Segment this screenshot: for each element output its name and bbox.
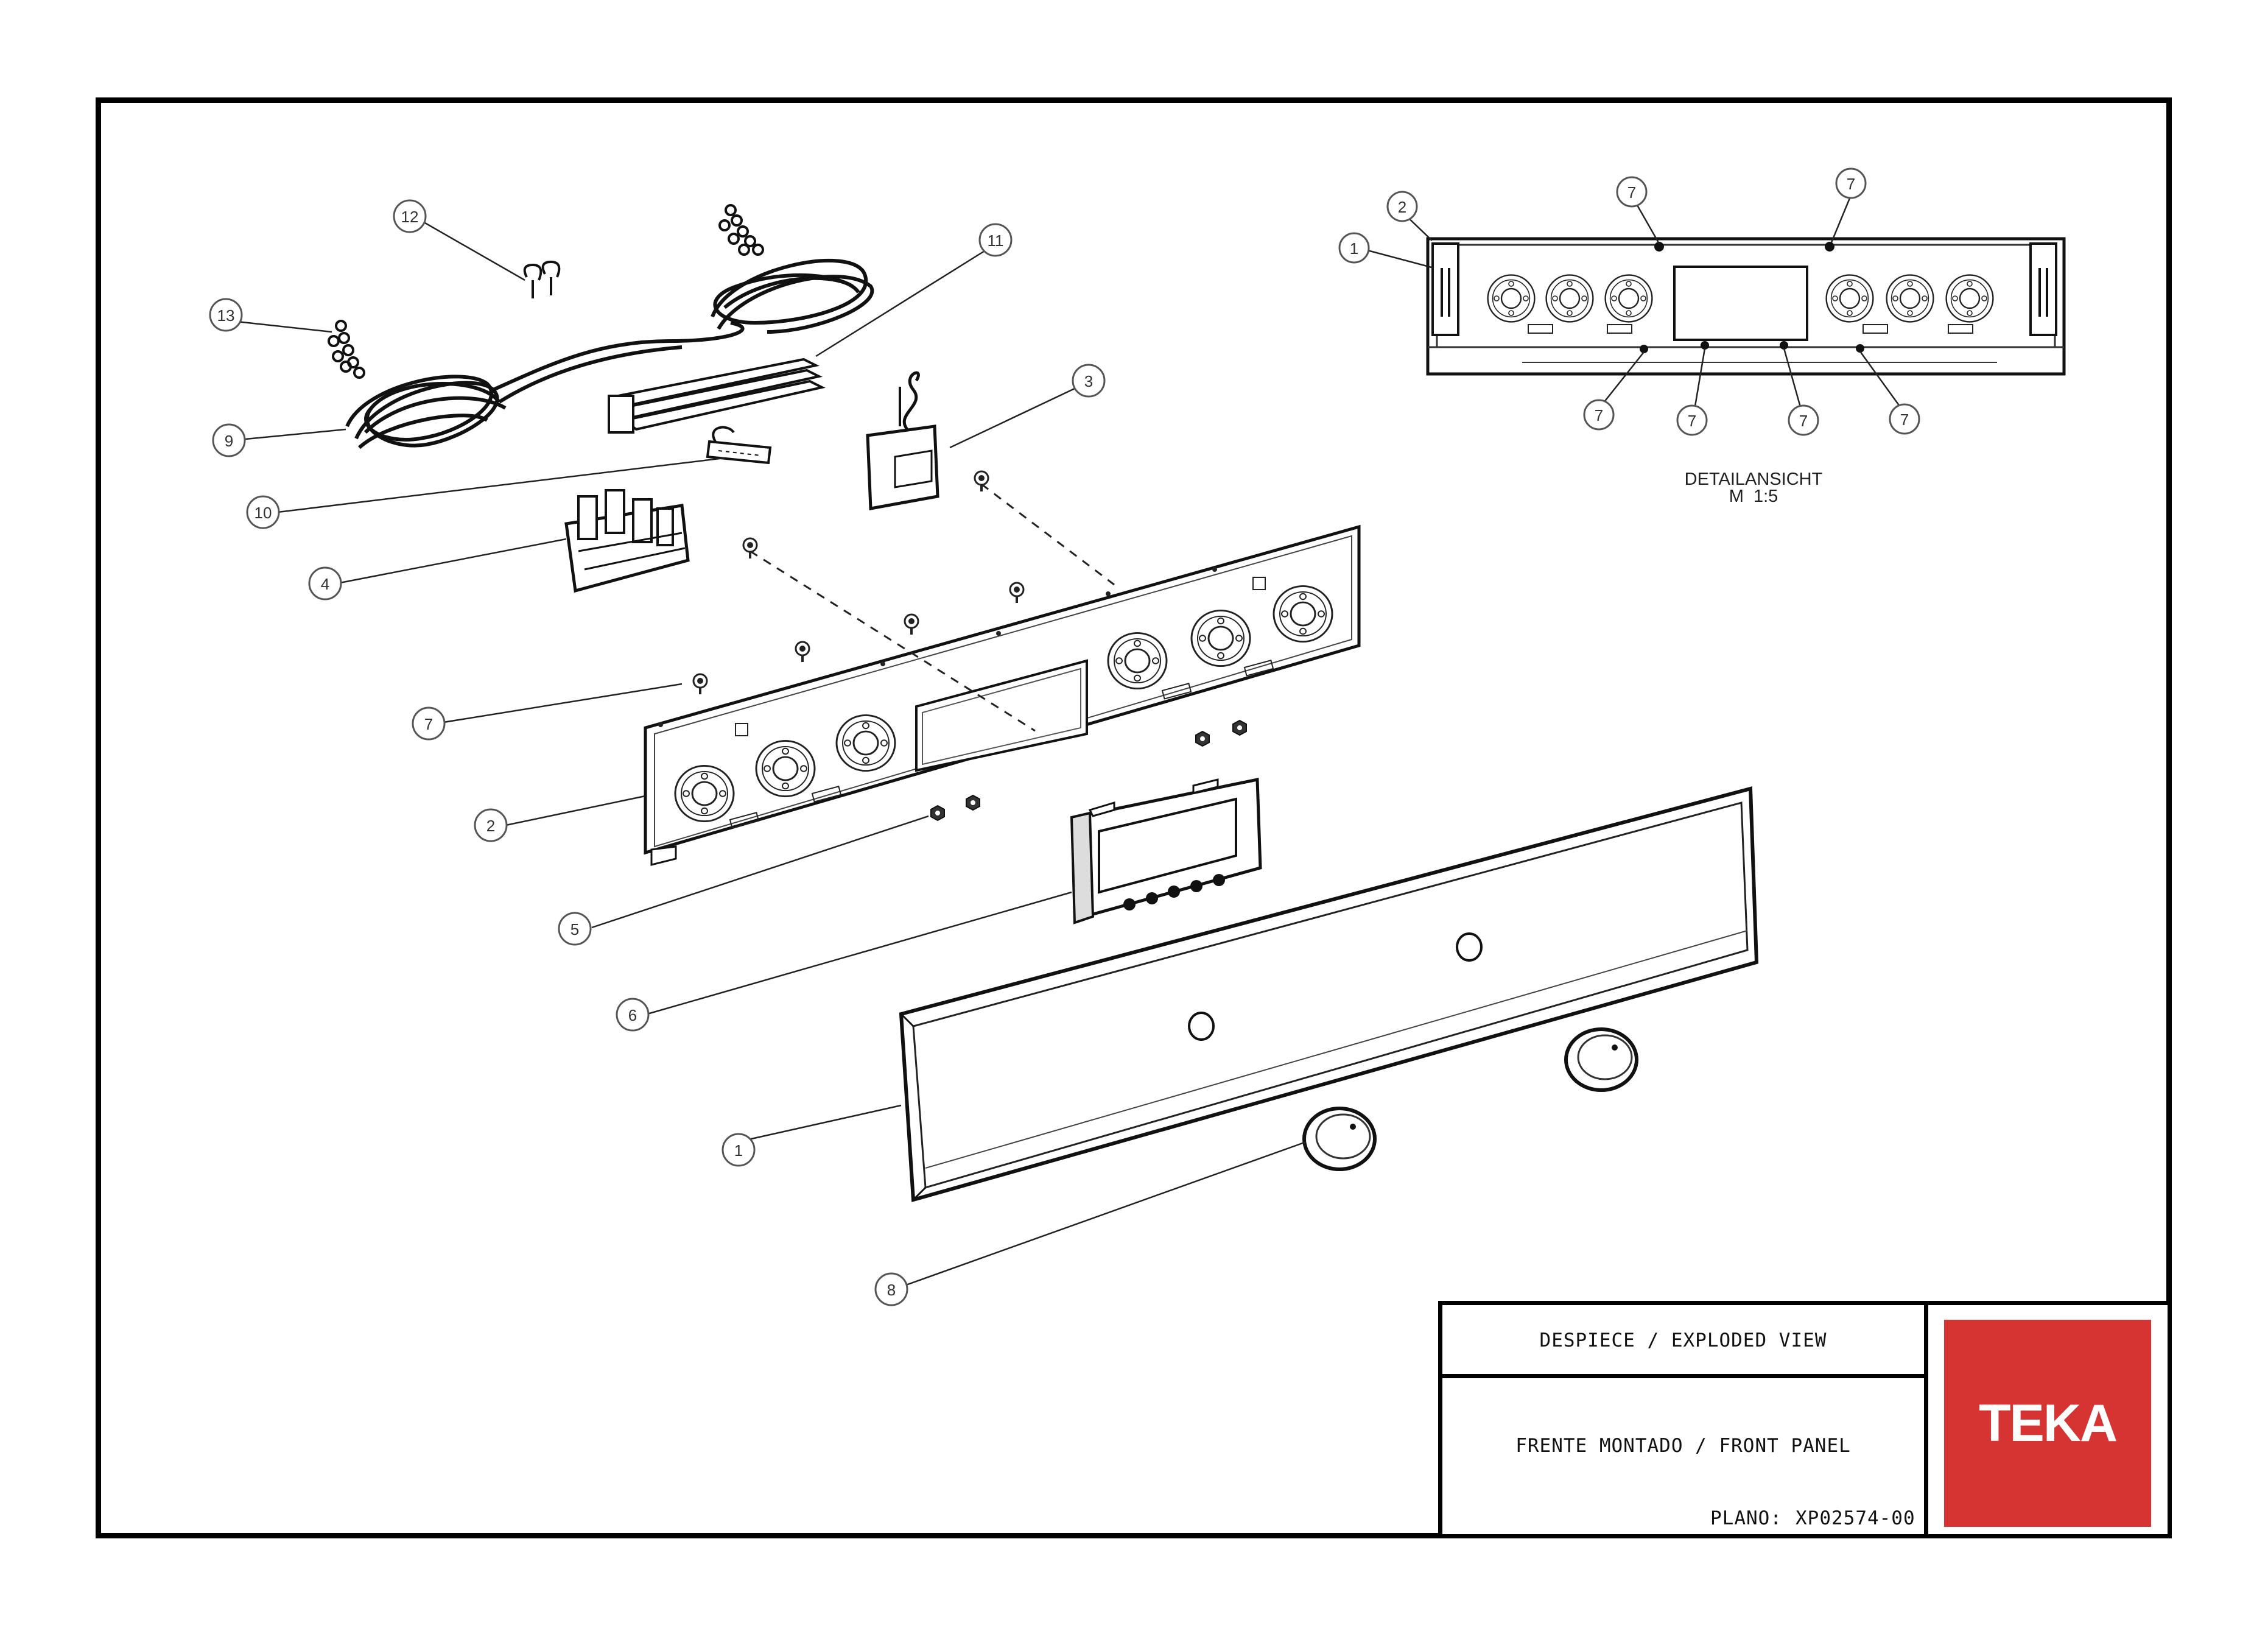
- mounting-bracket: [644, 524, 1361, 866]
- callout-bubbles: [209, 167, 1920, 1306]
- detail-callout-7c: 7: [1595, 406, 1603, 424]
- detail-callout-7e: 7: [1799, 412, 1808, 430]
- drawing-frame: [96, 97, 2172, 1538]
- callout-numbers: 1 2 3 4 5 6 7 8 9 10 11 12 13 1 2 7 7 7 …: [217, 175, 1909, 1299]
- timer-display-module: [1070, 777, 1262, 924]
- callout-6: 6: [628, 1006, 637, 1024]
- title-heading-cell: DESPIECE / EXPLODED VIEW: [1438, 1301, 1928, 1378]
- brand-name: TEKA: [1978, 1393, 2118, 1453]
- ribbon-cable: [608, 357, 826, 434]
- detail-callout-2: 2: [1398, 198, 1406, 216]
- teka-logo: TEKA: [1944, 1320, 2151, 1527]
- callout-2: 2: [486, 817, 495, 835]
- detail-callout-7f: 7: [1900, 410, 1909, 429]
- wiring-harness: [345, 258, 874, 449]
- drawing-number: XP02574-00: [1796, 1507, 1915, 1529]
- thermostat: [866, 371, 939, 510]
- control-knobs: [1302, 1027, 1638, 1171]
- detail-view: [1426, 237, 2066, 376]
- callout-3: 3: [1084, 372, 1093, 390]
- detail-view-caption: DETAILANSICHT M 1:5: [1644, 471, 1863, 505]
- detail-callout-7a: 7: [1627, 183, 1636, 202]
- selector-switch: [564, 489, 690, 593]
- callout-1: 1: [734, 1141, 743, 1160]
- callout-4: 4: [321, 575, 329, 593]
- detail-callout-7d: 7: [1688, 412, 1696, 430]
- callout-9: 9: [225, 432, 233, 450]
- detail-callout-7b: 7: [1847, 175, 1855, 193]
- connector: [706, 426, 772, 465]
- cable-chains: [328, 204, 764, 379]
- callout-12: 12: [401, 208, 419, 226]
- callout-10: 10: [255, 504, 272, 522]
- assembly-name: FRENTE MONTADO / FRONT PANEL: [1515, 1435, 1851, 1457]
- detail-callout-1: 1: [1350, 239, 1358, 258]
- drawing-number-label: PLANO:: [1710, 1507, 1782, 1529]
- cable-clips: [523, 260, 561, 298]
- detail-view-scale: M 1:5: [1729, 487, 1778, 506]
- front-panel: [899, 786, 1759, 1202]
- callout-5: 5: [571, 920, 579, 938]
- detail-view-title: DETAILANSICHT: [1684, 470, 1823, 489]
- callout-11: 11: [988, 231, 1004, 250]
- callout-13: 13: [217, 306, 235, 325]
- leader-lines: [236, 189, 1906, 1289]
- callout-8: 8: [887, 1281, 896, 1299]
- title-assembly-cell: FRENTE MONTADO / FRONT PANEL PLANO: XP02…: [1438, 1374, 1928, 1538]
- title-heading: DESPIECE / EXPLODED VIEW: [1539, 1329, 1827, 1351]
- screws: [692, 470, 1115, 732]
- callout-7: 7: [424, 715, 433, 733]
